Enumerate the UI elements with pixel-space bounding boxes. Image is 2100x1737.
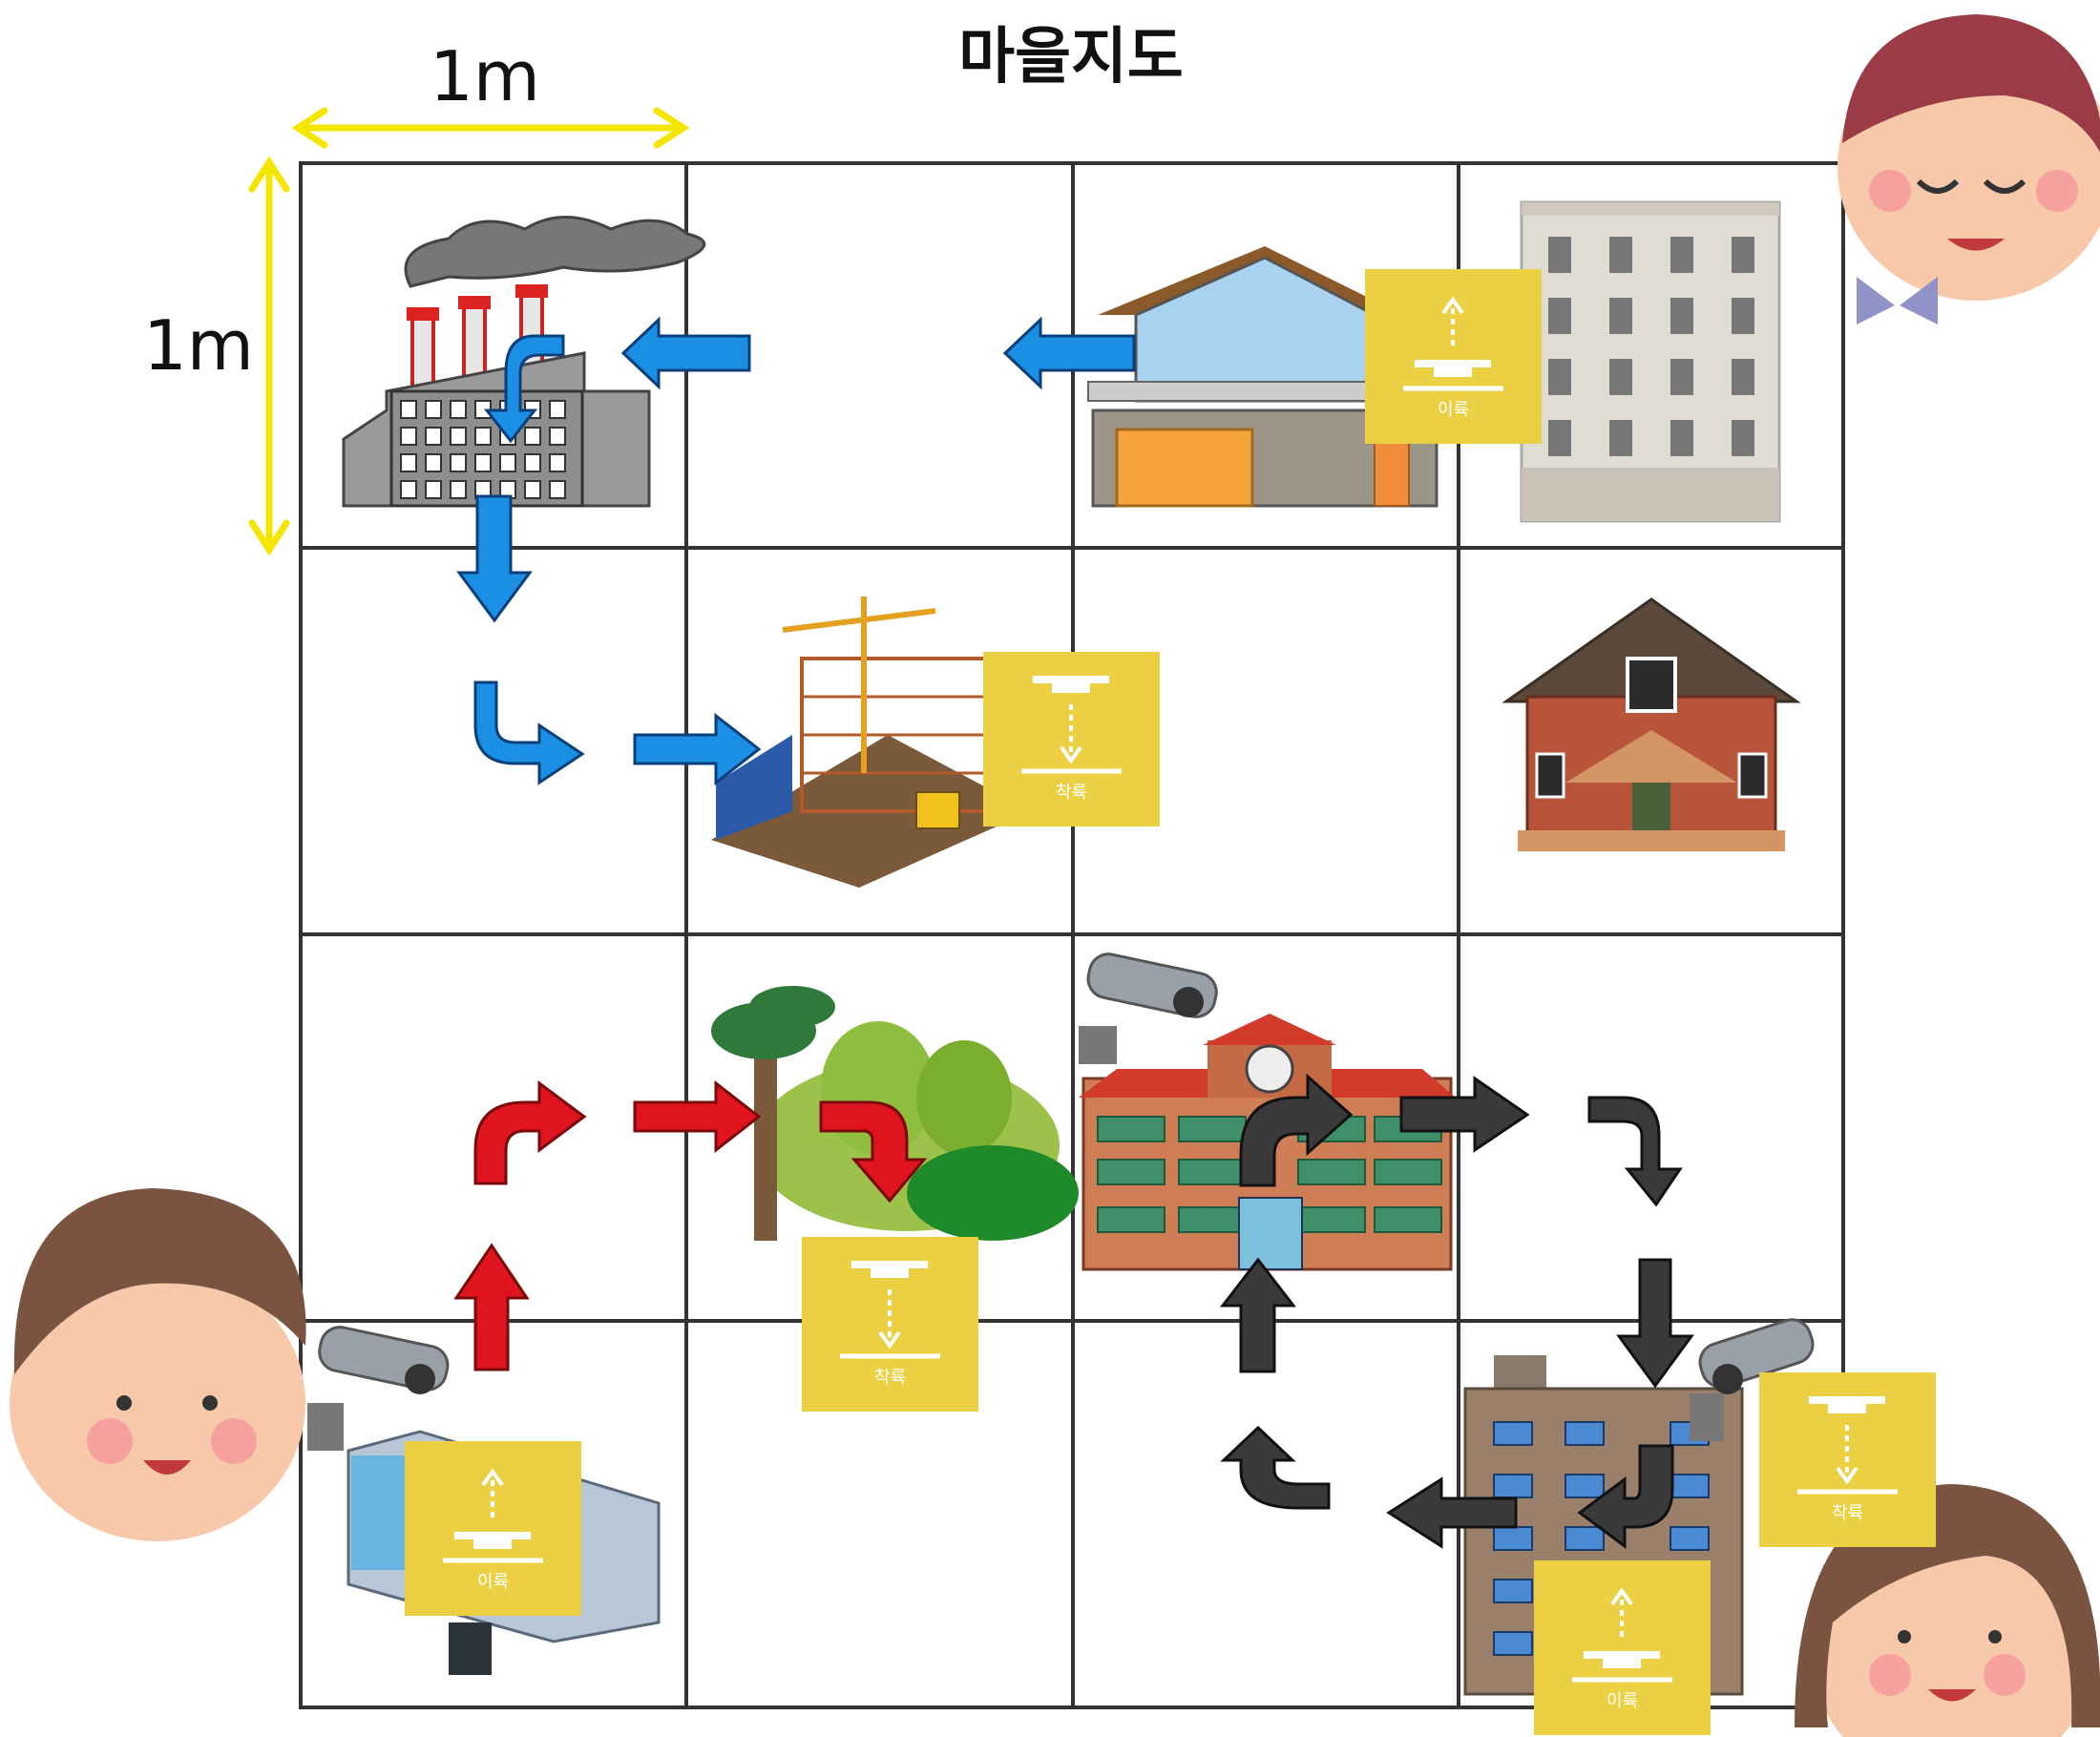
pad-label: 착륙 bbox=[1831, 1503, 1864, 1523]
height-dimension-arrow bbox=[248, 156, 290, 556]
modern-house bbox=[1087, 246, 1438, 508]
pad-label: 착륙 bbox=[1055, 783, 1088, 803]
drone-landing-icon bbox=[840, 1261, 940, 1359]
drone-takeoff-icon bbox=[1403, 296, 1503, 391]
drone-landing-icon bbox=[1021, 676, 1122, 774]
page-title: 마을지도 bbox=[958, 22, 1184, 93]
tall-apartment bbox=[1520, 200, 1781, 523]
brick-house bbox=[1502, 597, 1801, 851]
factory-building bbox=[342, 216, 706, 508]
width-scale-label: 1m bbox=[430, 36, 540, 116]
takeoff-pad-apartment: 이륙 bbox=[1534, 1560, 1711, 1735]
construction-site bbox=[711, 596, 1031, 888]
width-dimension-arrow bbox=[291, 107, 690, 149]
map-grid bbox=[299, 161, 1845, 1709]
drone-takeoff-icon bbox=[443, 1468, 543, 1563]
girl-face-top bbox=[1838, 14, 2100, 324]
pad-label: 이륙 bbox=[476, 1572, 510, 1592]
drone-takeoff-icon bbox=[1572, 1587, 1672, 1683]
drone-landing-icon bbox=[1797, 1396, 1898, 1495]
landing-pad-apartment: 착륙 bbox=[1759, 1372, 1936, 1547]
red-route bbox=[453, 1079, 928, 1371]
black-route bbox=[1219, 1073, 1694, 1549]
takeoff-pad-modern-house: 이륙 bbox=[1365, 269, 1542, 444]
pad-label: 이륙 bbox=[1437, 400, 1470, 420]
height-scale-label: 1m bbox=[143, 305, 254, 386]
landing-pad-construction: 착륙 bbox=[983, 652, 1160, 827]
takeoff-pad-office: 이륙 bbox=[405, 1441, 581, 1616]
cctv-camera-office bbox=[307, 1326, 450, 1451]
cctv-camera-school bbox=[1079, 952, 1218, 1064]
pad-label: 이륙 bbox=[1606, 1691, 1639, 1711]
landing-pad-park: 착륙 bbox=[802, 1237, 978, 1412]
blue-route bbox=[456, 316, 1136, 786]
pad-label: 착륙 bbox=[873, 1368, 907, 1388]
boy-face-left bbox=[10, 1188, 306, 1541]
